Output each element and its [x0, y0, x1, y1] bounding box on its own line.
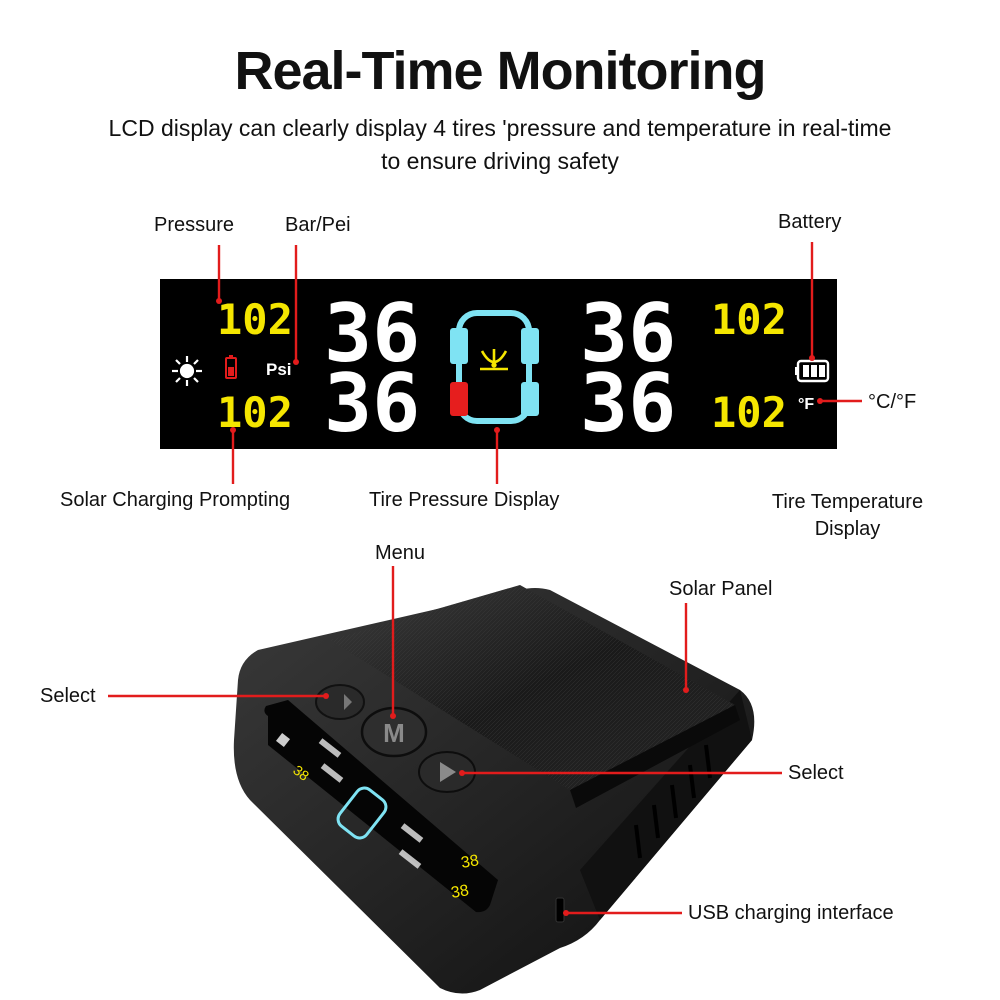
callout-pressure: [216, 245, 222, 304]
label-pressure: Pressure: [154, 214, 235, 236]
solar-panel: [330, 585, 740, 808]
svg-text:38: 38: [450, 882, 471, 902]
tire-rear-right: [521, 382, 539, 416]
menu-button[interactable]: M: [360, 706, 428, 758]
sun-icon: [172, 356, 202, 386]
callout-select-right: [459, 770, 782, 776]
label-solar-charging: Solar Charging Prompting: [60, 489, 291, 511]
tire-front-right: [521, 328, 539, 364]
device-illustration: 38 38 38 M: [233, 585, 755, 994]
callout-battery: [809, 242, 815, 361]
callout-select-left: [108, 693, 329, 699]
callout-unit-temp: [817, 398, 862, 404]
page-subtitle: LCD display can clearly display 4 tires …: [60, 112, 940, 178]
device-screen: 38 38 38: [264, 700, 498, 913]
label-tire-temperature-display: Tire Temperature Display: [771, 491, 924, 540]
label-menu: Menu: [375, 542, 426, 564]
lcd-center-right-top-value: 36: [580, 287, 676, 380]
label-solar-panel: Solar Panel: [669, 578, 773, 600]
label-select-left: Select: [40, 685, 96, 707]
lcd-right-bottom-value: 102: [711, 388, 787, 437]
callout-solar: [230, 427, 236, 484]
label-select-right: Select: [788, 762, 844, 784]
tire-rear-left: [450, 382, 468, 416]
lcd-left-top-value: 102: [217, 295, 293, 344]
lcd-center-right-bottom-value: 36: [580, 357, 676, 449]
menu-button-letter: M: [383, 718, 405, 748]
lcd-panel: 102 102 Psi 36 36 36 36 102 102: [160, 279, 837, 449]
label-tire-pressure-display: Tire Pressure Display: [369, 489, 560, 511]
label-usb-interface: USB charging interface: [688, 902, 894, 924]
tire-warning-icon: [480, 349, 508, 371]
solar-battery-icon: [225, 355, 237, 379]
callout-bar-psi: [293, 245, 299, 365]
page-title: Real-Time Monitoring: [234, 41, 766, 101]
callout-menu: [390, 566, 396, 719]
callout-solar-panel: [683, 603, 689, 693]
lcd-left-bottom-value: 102: [217, 388, 293, 437]
subtitle-line-2: to ensure driving safety: [381, 148, 619, 174]
lcd-unit-f: °F: [798, 396, 814, 413]
lcd-center-left-top-value: 36: [324, 287, 420, 380]
lcd-unit-psi: Psi: [266, 360, 292, 379]
select-left-button[interactable]: [315, 684, 365, 720]
label-battery: Battery: [778, 211, 842, 233]
lcd-right-top-value: 102: [711, 295, 787, 344]
tire-diagram: [450, 310, 539, 424]
label-bar-psi: Bar/Pei: [285, 214, 351, 236]
svg-text:38: 38: [460, 852, 481, 872]
lcd-center-left-bottom-value: 36: [324, 357, 420, 449]
label-unit-temp: °C/°F: [868, 391, 917, 413]
usb-port: [555, 897, 565, 923]
tire-front-left: [450, 328, 468, 364]
callout-tire-pressure: [494, 427, 500, 484]
subtitle-line-1: LCD display can clearly display 4 tires …: [108, 115, 892, 141]
battery-icon: [795, 359, 830, 383]
callout-usb: [563, 910, 682, 916]
